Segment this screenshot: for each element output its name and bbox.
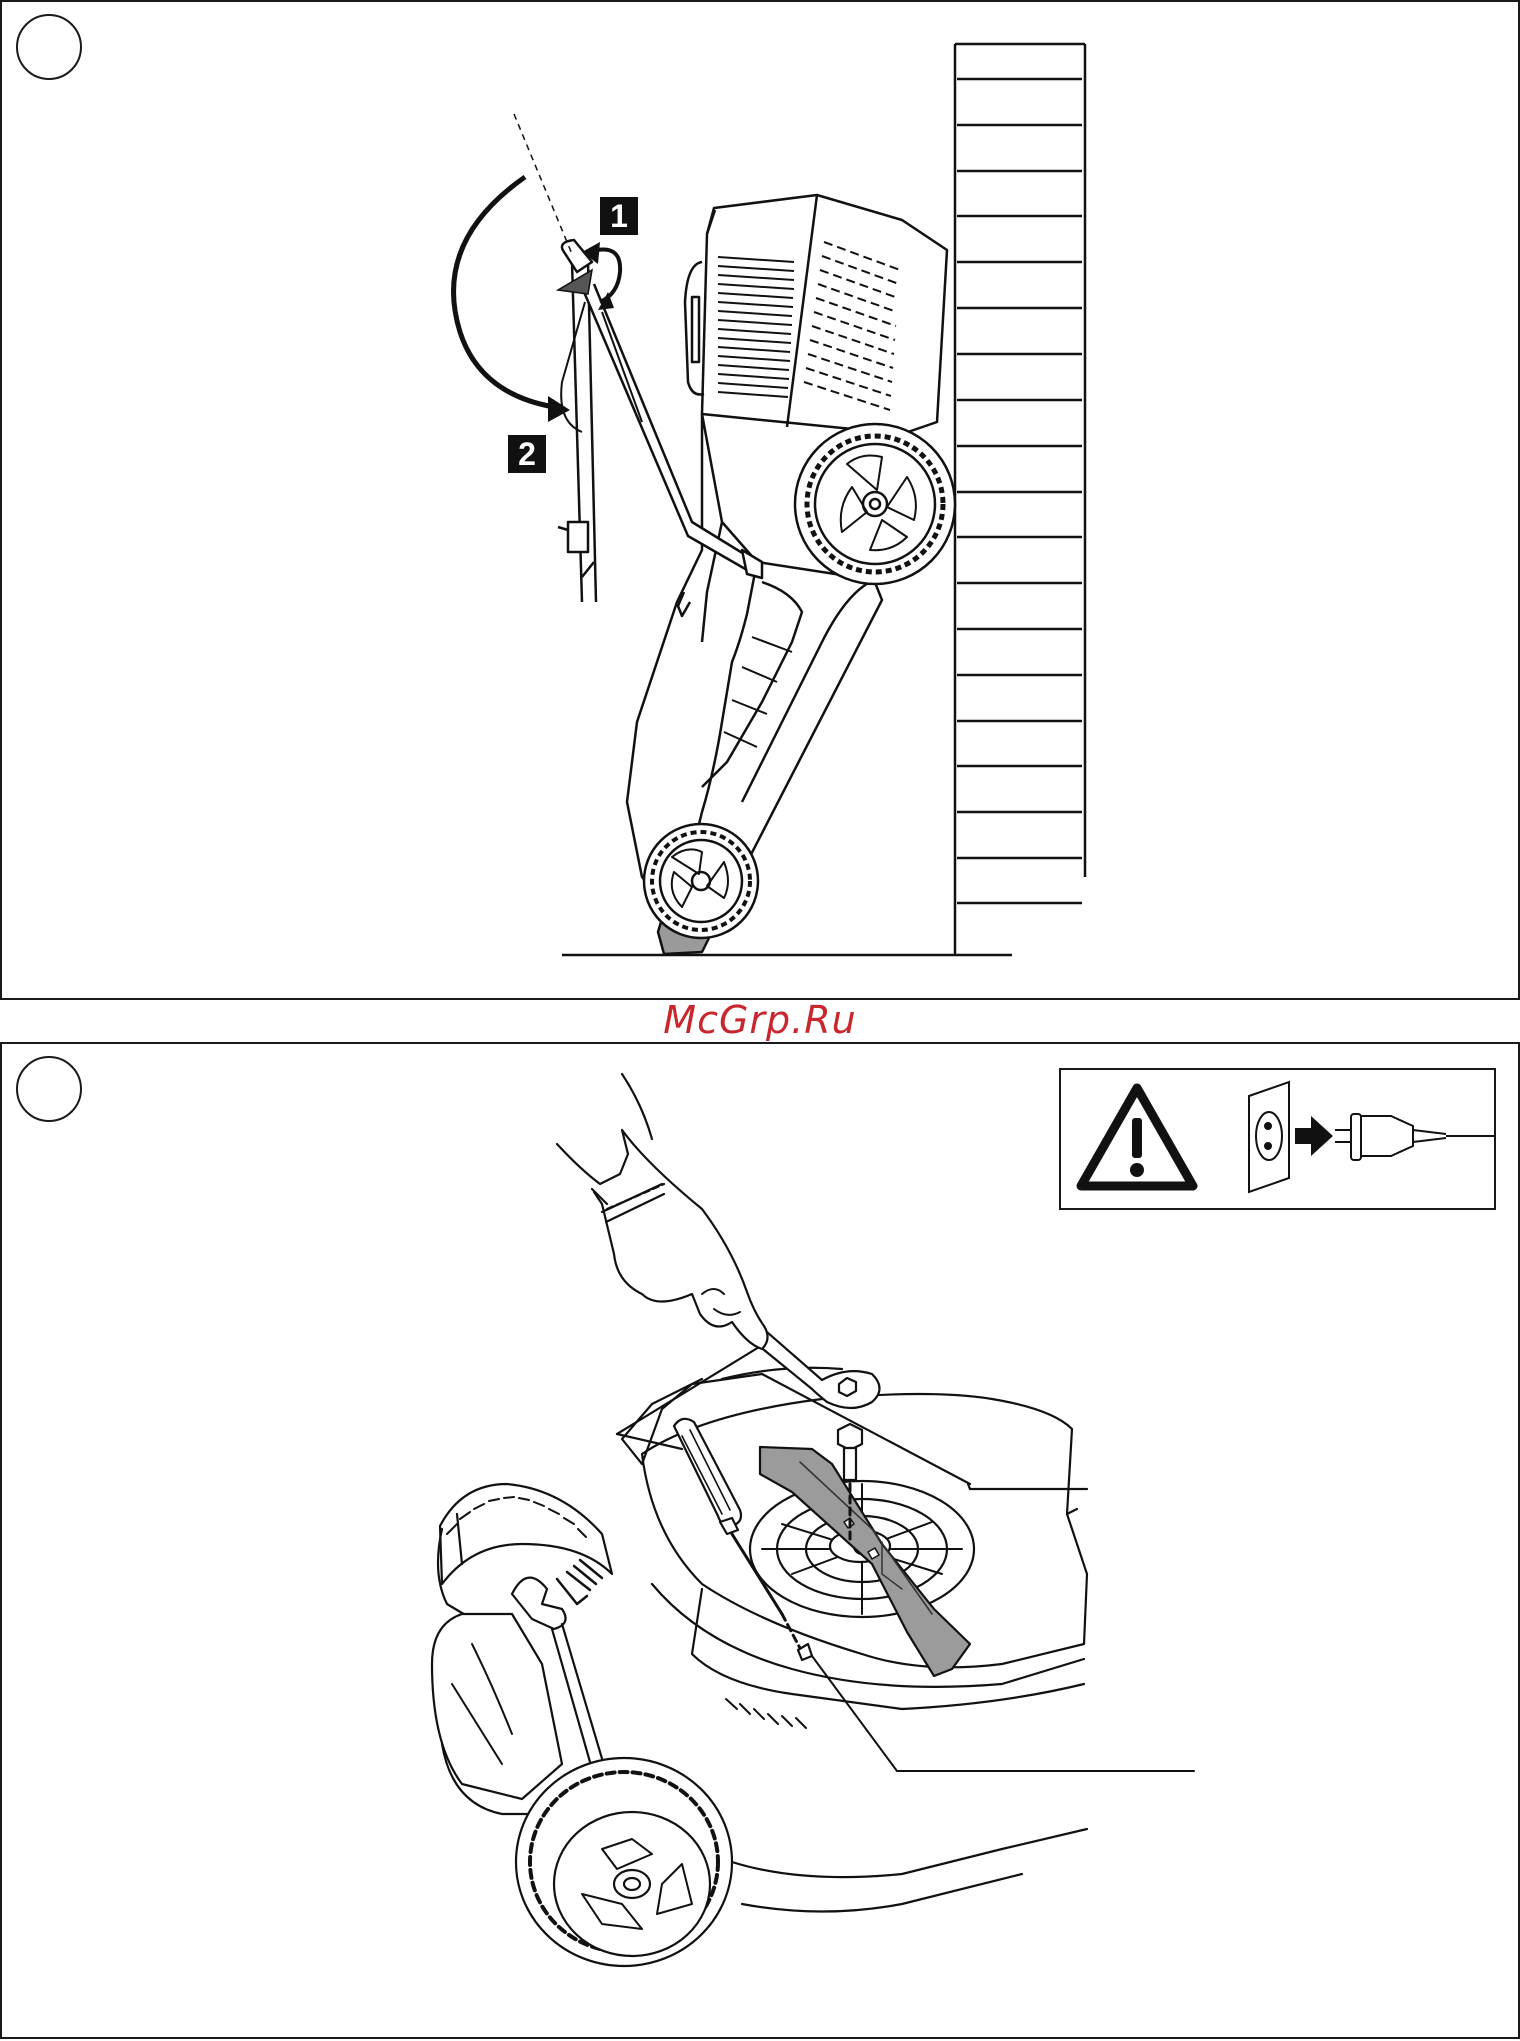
blade-change-illustration (2, 1044, 1520, 2041)
svg-text:1: 1 (610, 198, 628, 234)
figure-panel-upright-mower: 1 2 (0, 0, 1520, 1000)
lawnmower-upright-icon (558, 195, 955, 954)
watermark-text: McGrp.Ru (0, 998, 1520, 1042)
figure-panel-blade-change (0, 1042, 1520, 2039)
gloved-hand-icon (557, 1074, 768, 1349)
front-wheel (516, 1758, 732, 1966)
svg-text:2: 2 (518, 436, 536, 472)
callout-1: 1 (600, 197, 638, 235)
front-wheel (644, 824, 758, 954)
rear-wheel (795, 424, 955, 584)
callout-2: 2 (508, 435, 546, 473)
swing-arrow-icon (454, 177, 570, 422)
upright-mower-illustration: 1 2 (2, 2, 1520, 1002)
pivot-axis-line (514, 114, 572, 254)
wall-icon (955, 44, 1085, 954)
